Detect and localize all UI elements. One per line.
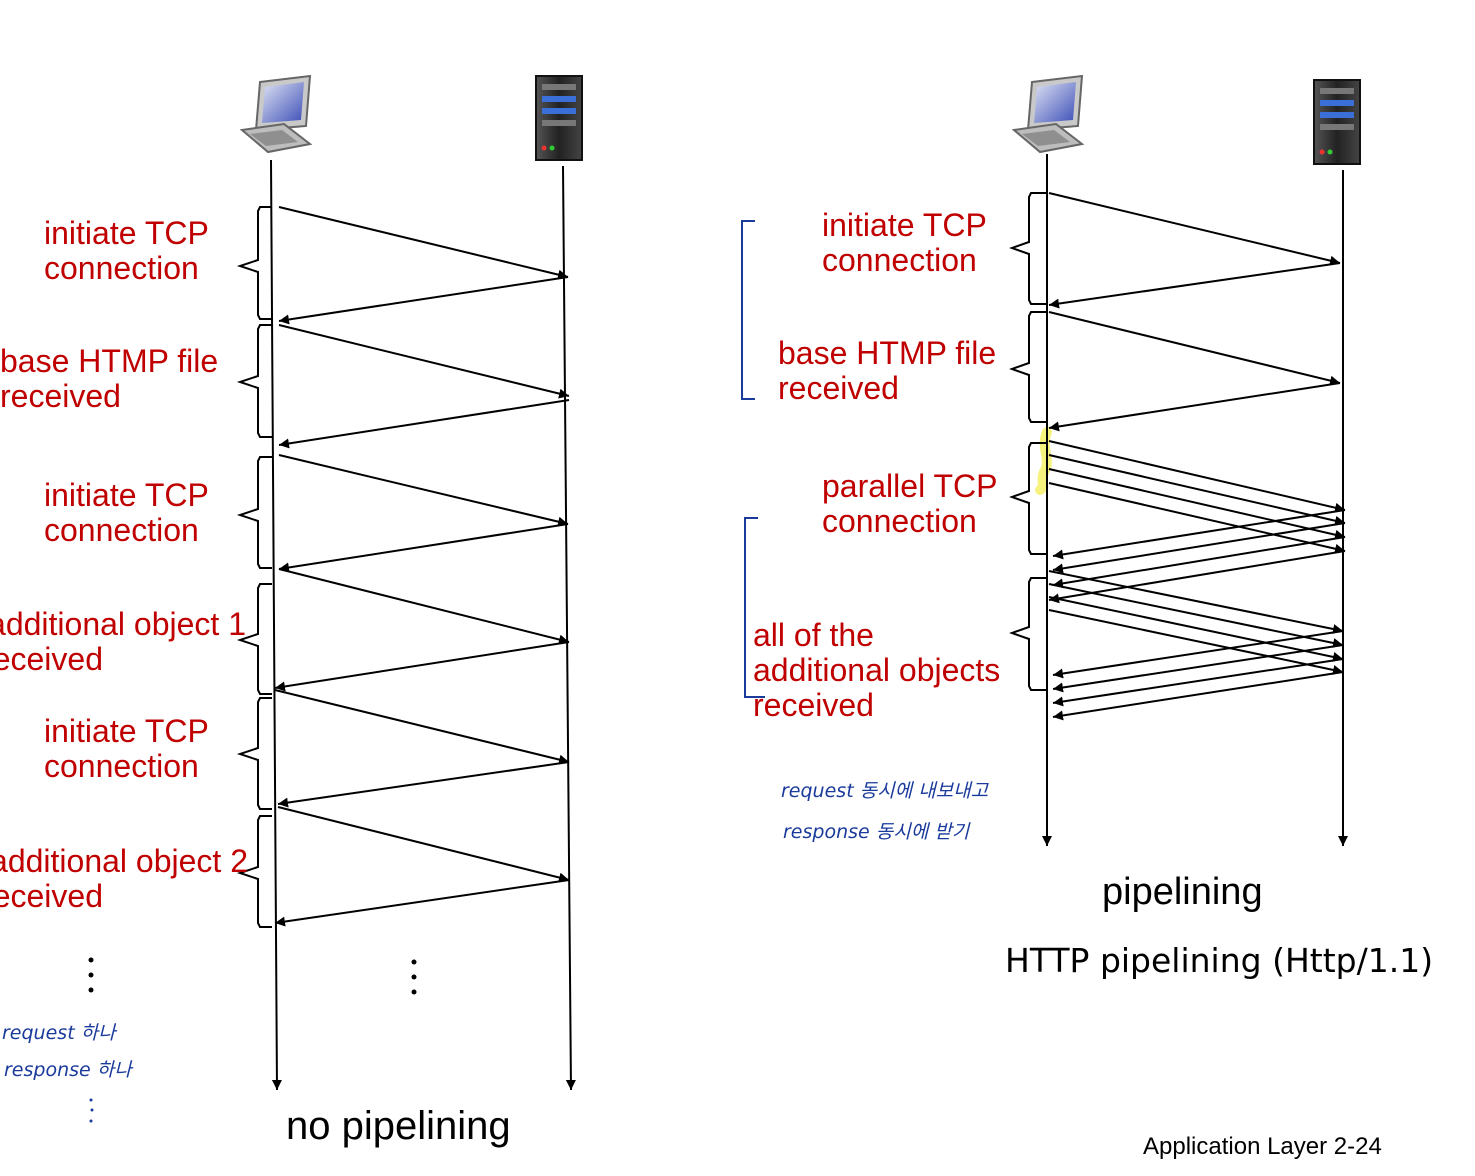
label-line: additional object 1 <box>0 606 246 642</box>
highlight-mark <box>1035 427 1052 495</box>
computer-icon <box>1011 74 1085 154</box>
right-label-4: all of the additional objects received <box>753 618 1000 723</box>
left-label-6: additional object 2 <box>0 844 248 879</box>
server-icon <box>535 75 583 161</box>
server-timeline-left <box>562 165 576 1091</box>
label-line: connection <box>822 242 977 278</box>
label-line: received <box>0 641 103 677</box>
right-label-2: base HTMP file received <box>778 336 996 406</box>
label-line: received <box>778 370 899 406</box>
page-footer: Application Layer 2-24 <box>1143 1133 1382 1160</box>
left-label-4b: received <box>0 642 103 677</box>
label-line: initiate TCP <box>822 207 987 243</box>
right-label-1: initiate TCP connection <box>822 208 987 278</box>
right-subcaption: HTTP pipelining (Http/1.1) <box>1005 941 1434 980</box>
label-line: initiate TCP <box>44 477 209 513</box>
label-line: base HTMP file <box>0 343 219 379</box>
left-label-2: base HTMP file received <box>0 344 218 414</box>
right-label-3: parallel TCP connection <box>822 469 997 539</box>
left-note-response: response 하나 <box>4 1059 132 1081</box>
handwritten-ellipsis <box>89 1098 94 1123</box>
right-note-response: response 동시에 받기 <box>783 821 970 843</box>
client-timeline-left <box>270 159 282 1091</box>
left-label-1: initiate TCP connection <box>44 216 209 286</box>
label-line: additional objects <box>753 652 1001 688</box>
server-icon <box>1313 79 1361 165</box>
left-caption: no pipelining <box>286 1104 511 1148</box>
left-label-3: initiate TCP connection <box>44 478 209 548</box>
label-line: connection <box>44 748 199 784</box>
label-line: all of the <box>753 617 874 653</box>
left-label-6b: received <box>0 879 103 914</box>
label-line: initiate TCP <box>44 713 209 749</box>
label-line: connection <box>44 250 199 286</box>
computer-icon <box>239 74 313 154</box>
label-line: parallel TCP <box>822 468 998 504</box>
blue-brackets <box>741 220 765 698</box>
right-note-request: request 동시에 내보내고 <box>781 780 989 802</box>
left-label-5: initiate TCP connection <box>44 714 209 784</box>
label-line: connection <box>822 503 977 539</box>
label-line: received <box>0 378 121 414</box>
left-note-request: request 하나 <box>2 1022 116 1044</box>
left-message-arrows <box>274 206 570 927</box>
label-line: received <box>753 687 874 723</box>
right-message-arrows <box>1048 192 1346 721</box>
label-line: connection <box>44 512 199 548</box>
right-caption: pipelining <box>1102 871 1263 913</box>
label-line: base HTMP file <box>778 335 997 371</box>
label-line: initiate TCP <box>44 215 209 251</box>
label-line: received <box>0 878 103 914</box>
vertical-ellipsis <box>88 957 417 995</box>
label-line: additional object 2 <box>0 843 248 879</box>
left-label-4: additional object 1 <box>0 607 246 642</box>
right-braces <box>1008 192 1046 691</box>
left-braces <box>236 206 272 928</box>
